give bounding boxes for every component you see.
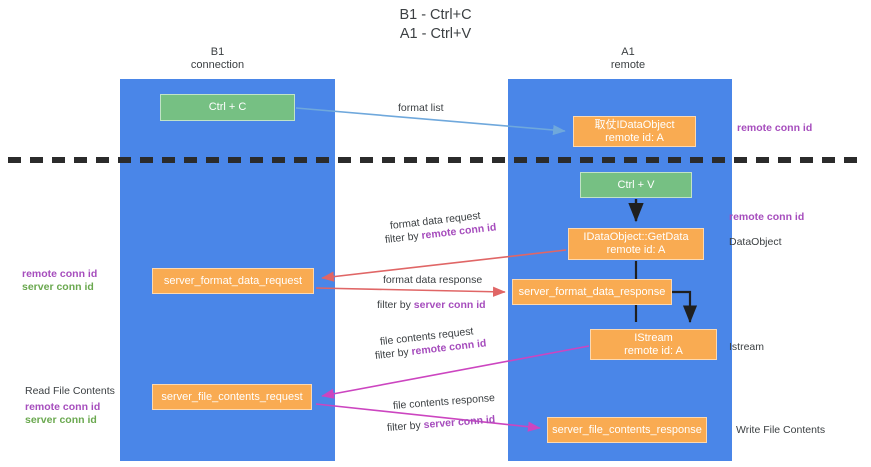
- node-server-format-data-response[interactable]: server_format_data_response: [512, 279, 672, 305]
- node-server-file-contents-request[interactable]: server_file_contents_request: [152, 384, 312, 410]
- node-istream[interactable]: IStream remote id: A: [590, 329, 717, 360]
- label-write-file-contents: Write File Contents: [736, 424, 826, 436]
- filter-prefix: filter by: [386, 419, 425, 434]
- filter-key-server-conn-id: server conn id: [423, 413, 496, 432]
- label-remote-conn-id-left-bottom: remote conn id: [25, 401, 101, 413]
- node-idataobject-getdata[interactable]: IDataObject::GetData remote id: A: [568, 228, 704, 260]
- filter-key-server-conn-id: server conn id: [413, 299, 486, 311]
- label-server-conn-id-left-bottom: server conn id: [25, 414, 97, 426]
- label-remote-conn-id-mid: remote conn id: [729, 211, 805, 223]
- node-ctrl-v[interactable]: Ctrl + V: [580, 172, 692, 198]
- edge-label-format-data-response-filter: filter by server conn id: [377, 298, 486, 312]
- page-title: B1 - Ctrl+C A1 - Ctrl+V: [399, 7, 472, 42]
- label-remote-conn-id-left-top: remote conn id: [22, 268, 98, 280]
- node-ctrl-c[interactable]: Ctrl + C: [160, 94, 295, 121]
- node-server-file-contents-response[interactable]: server_file_contents_response: [547, 417, 707, 443]
- filter-prefix: filter by: [377, 299, 414, 311]
- edge-label-format-list: format list: [398, 102, 444, 114]
- filter-prefix: filter by: [374, 345, 413, 362]
- edge-label-file-contents-response: file contents response: [392, 392, 496, 412]
- label-remote-conn-id-top: remote conn id: [737, 122, 813, 134]
- column-header-b1: B1 connection: [190, 46, 245, 71]
- label-read-file-contents: Read File Contents: [25, 385, 115, 397]
- column-header-a1: A1 remote: [610, 46, 646, 71]
- edge-label-format-data-response: format data response: [383, 274, 483, 286]
- node-server-format-data-request[interactable]: server_format_data_request: [152, 268, 314, 294]
- label-server-conn-id-left-top: server conn id: [22, 281, 94, 293]
- label-group-conn-ids-bottom: remote conn id server conn id: [25, 401, 100, 427]
- edge-label-file-contents-response-filter: filter by server conn id: [386, 413, 496, 435]
- filter-prefix: filter by: [384, 229, 423, 246]
- node-idataobject[interactable]: 取仗IDataObject remote id: A: [573, 116, 696, 147]
- label-group-conn-ids-top: remote conn id server conn id: [22, 268, 97, 294]
- label-istream: Istream: [729, 341, 765, 353]
- label-dataobject: DataObject: [729, 236, 782, 248]
